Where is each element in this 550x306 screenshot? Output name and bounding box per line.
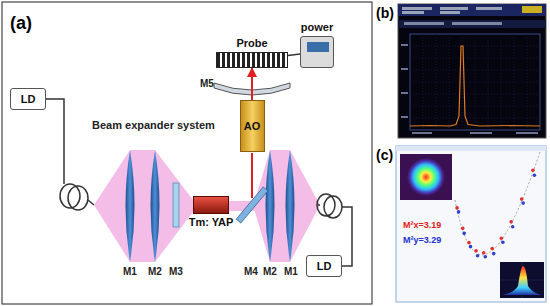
power-probe: Probe bbox=[216, 37, 288, 68]
pump-beam bbox=[94, 150, 130, 262]
screen-header bbox=[398, 4, 546, 16]
panel-letter: (c) bbox=[376, 147, 393, 164]
laser-crystal-shape bbox=[193, 196, 229, 214]
node-label: LD bbox=[317, 260, 332, 273]
beam-profile bbox=[400, 154, 452, 200]
power-meter: power bbox=[300, 21, 335, 68]
pump-beam bbox=[155, 150, 193, 262]
panel-letter: (b) bbox=[376, 5, 394, 22]
mirror-label: M2 bbox=[148, 266, 162, 278]
m2-panel bbox=[396, 146, 546, 302]
plot-frame bbox=[410, 34, 540, 130]
mirror-m3 bbox=[173, 183, 179, 227]
power-meter-shape bbox=[300, 36, 334, 68]
gaussian-inset bbox=[500, 262, 544, 298]
fiber-coil bbox=[68, 186, 88, 210]
node-label: Tm: YAP bbox=[189, 216, 234, 229]
power-probe-shape bbox=[216, 52, 288, 68]
m2-value: M²y=3.29 bbox=[403, 235, 441, 246]
fit-curve bbox=[455, 152, 540, 255]
lens bbox=[151, 150, 160, 262]
spectrum-peak bbox=[410, 46, 540, 126]
node-label: power bbox=[301, 21, 333, 34]
lens bbox=[266, 150, 275, 262]
mirror-label: M3 bbox=[169, 266, 183, 278]
mirror-label: M5 bbox=[200, 78, 214, 90]
mirror-label: M1 bbox=[284, 266, 298, 278]
m2-value: M²x=3.19 bbox=[403, 220, 441, 231]
panel-frame bbox=[2, 2, 372, 304]
laser-crystal: Tm: YAP bbox=[188, 196, 235, 229]
node-label: Probe bbox=[236, 37, 267, 50]
lens bbox=[126, 150, 135, 262]
laser-diode-box: LD bbox=[10, 88, 46, 110]
mirror-label: M4 bbox=[244, 266, 258, 278]
node-label: LD bbox=[21, 93, 36, 106]
mirror-label: M1 bbox=[123, 266, 137, 278]
spectrum-screen bbox=[398, 4, 546, 138]
fiber-coil bbox=[324, 196, 342, 218]
laser-beam bbox=[251, 153, 253, 198]
part-name: Beam expander system bbox=[92, 119, 215, 132]
laser-output-arrow bbox=[251, 68, 253, 100]
ao-modulator: AO bbox=[240, 100, 265, 152]
fiber bbox=[88, 200, 94, 205]
panel-letter: (a) bbox=[10, 12, 32, 34]
measured-points bbox=[455, 168, 536, 258]
mirror-label: M2 bbox=[263, 266, 277, 278]
fiber bbox=[46, 99, 64, 184]
probe-cable bbox=[288, 54, 300, 55]
lens bbox=[286, 150, 295, 262]
node-label: AO bbox=[244, 120, 261, 133]
laser-diode-box: LD bbox=[306, 255, 342, 277]
